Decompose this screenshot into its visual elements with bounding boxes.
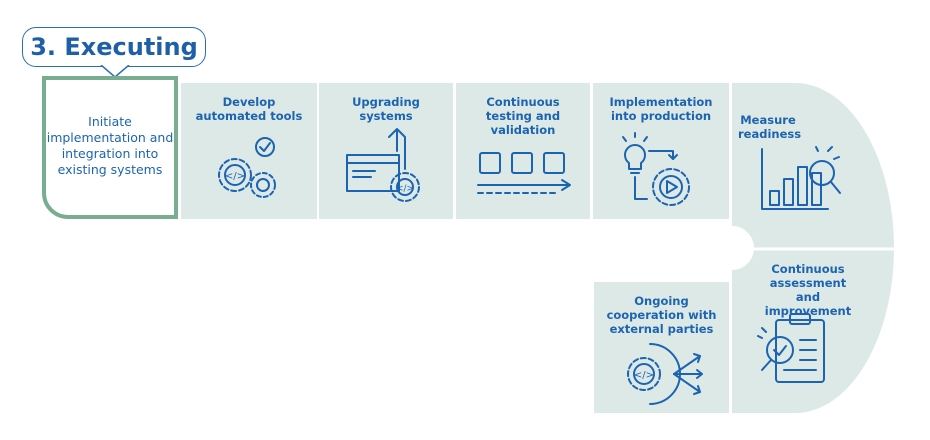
step-continuous-testing: Continuous testing and validation xyxy=(456,83,590,219)
step-label: Develop automated tools xyxy=(195,95,303,123)
step-label: Measure readiness xyxy=(738,113,802,141)
step-label: Initiate implementation and integration … xyxy=(46,114,174,177)
gears-check-icon: </> xyxy=(218,137,276,198)
step-continuous-assessment: Continuous assessment and improvement xyxy=(732,252,851,383)
svg-text:</>: </> xyxy=(634,370,654,381)
system-upgrade-icon: </> xyxy=(346,128,420,202)
step-upgrading-systems: Upgrading systems </> xyxy=(319,83,453,219)
clipboard-magnifier-icon xyxy=(757,313,825,383)
phase-title: 3. Executing xyxy=(30,33,198,61)
code-gear-arrows-icon: </> xyxy=(627,343,703,405)
testing-pipeline-icon xyxy=(477,152,571,194)
step-measure-readiness: Measure readiness xyxy=(732,83,841,210)
svg-text:</>: </> xyxy=(225,171,245,182)
step-implementation-production: Implementation into production xyxy=(593,83,729,219)
step-develop-automated-tools: Develop automated tools </> xyxy=(181,83,317,219)
phase-callout: 3. Executing xyxy=(22,27,206,67)
step-label: Continuous assessment and improvement xyxy=(764,262,852,318)
step-initiate-implementation: Initiate implementation and integration … xyxy=(42,76,178,219)
bar-chart-magnifier-icon xyxy=(761,146,841,210)
step-label: Implementation into production xyxy=(609,95,713,123)
idea-to-production-icon xyxy=(622,132,690,206)
step-label: Ongoing cooperation with external partie… xyxy=(606,294,717,336)
step-ongoing-cooperation: Ongoing cooperation with external partie… xyxy=(594,282,729,413)
step-label: Upgrading systems xyxy=(352,95,420,123)
step-label: Continuous testing and validation xyxy=(485,95,561,137)
svg-text:</>: </> xyxy=(396,184,414,194)
